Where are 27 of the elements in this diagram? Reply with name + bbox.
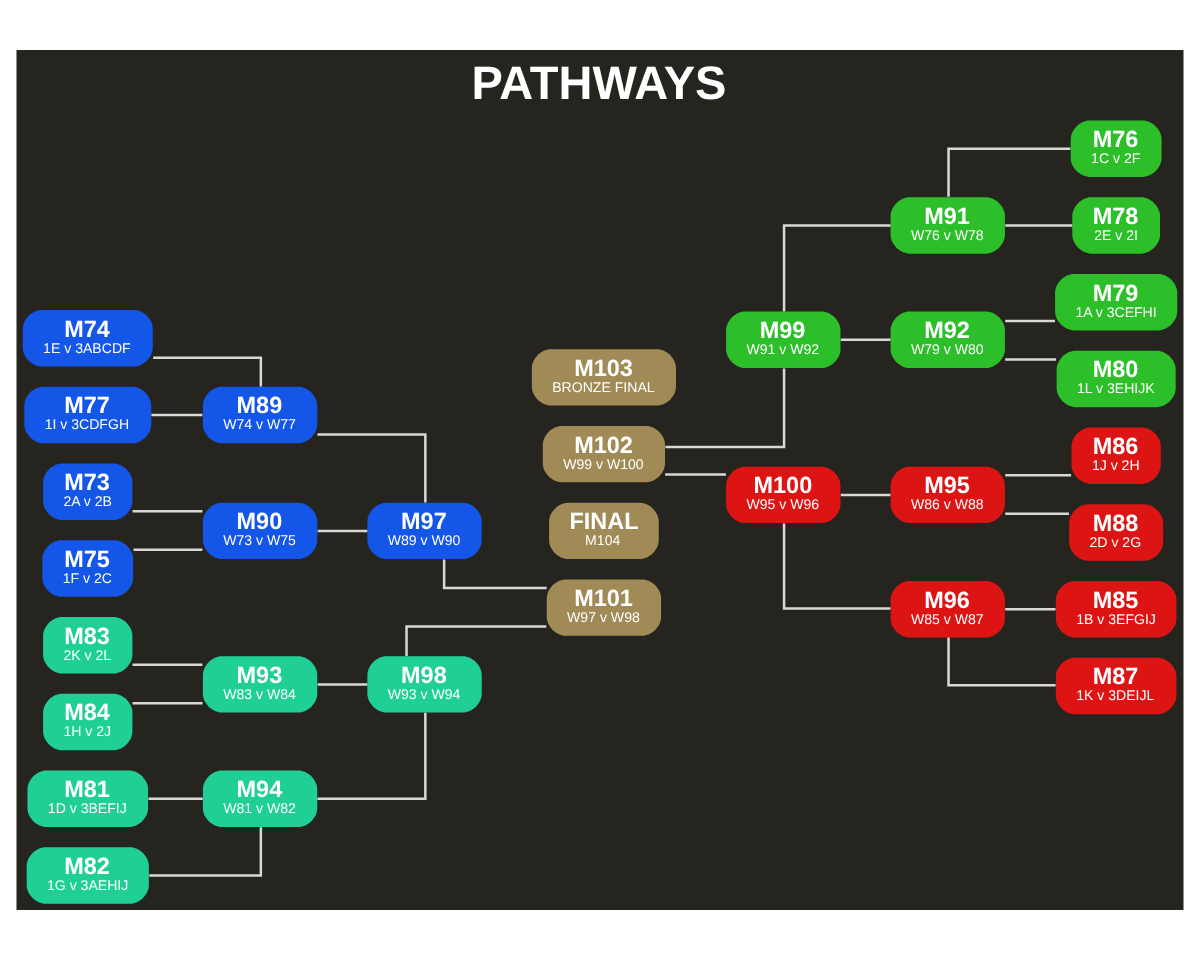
connector [317, 529, 368, 533]
connector [405, 625, 547, 657]
connector [132, 663, 203, 667]
connector [665, 473, 726, 476]
connector [148, 797, 203, 801]
connector [132, 510, 203, 513]
connector [1005, 358, 1057, 361]
connector [317, 712, 427, 801]
connector [317, 433, 427, 503]
connector [947, 147, 1071, 197]
connector [840, 493, 891, 497]
connector [151, 413, 203, 417]
connector [665, 368, 786, 449]
connector [1005, 224, 1073, 227]
connector [1005, 512, 1069, 515]
connector [1005, 474, 1072, 477]
connector [132, 701, 203, 705]
connector [782, 224, 891, 312]
connector [1005, 319, 1055, 323]
connector [840, 338, 891, 342]
connector [149, 827, 263, 877]
connector [1005, 607, 1056, 611]
connector [947, 637, 1056, 687]
diagram-title: PATHWAYS [471, 56, 727, 109]
connector [133, 548, 203, 551]
connector [317, 683, 368, 686]
connector [782, 523, 891, 610]
